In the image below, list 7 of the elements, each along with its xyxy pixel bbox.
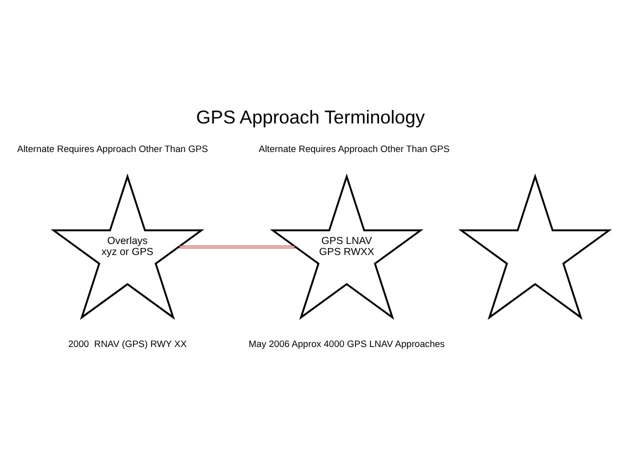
node-star: [458, 174, 612, 320]
node-label: Alternate Requires Approach Other Than GPS: [258, 144, 450, 154]
diagram-title: GPS Approach Terminology: [196, 106, 425, 128]
node-label: 2000 RNAV (GPS) RWY XX: [68, 338, 187, 349]
node-label: May 2006 Approx 4000 GPS LNAV Approaches: [248, 338, 445, 349]
connector: [178, 246, 296, 248]
node-label: Alternate Requires Approach Other Than GPS: [17, 144, 208, 154]
